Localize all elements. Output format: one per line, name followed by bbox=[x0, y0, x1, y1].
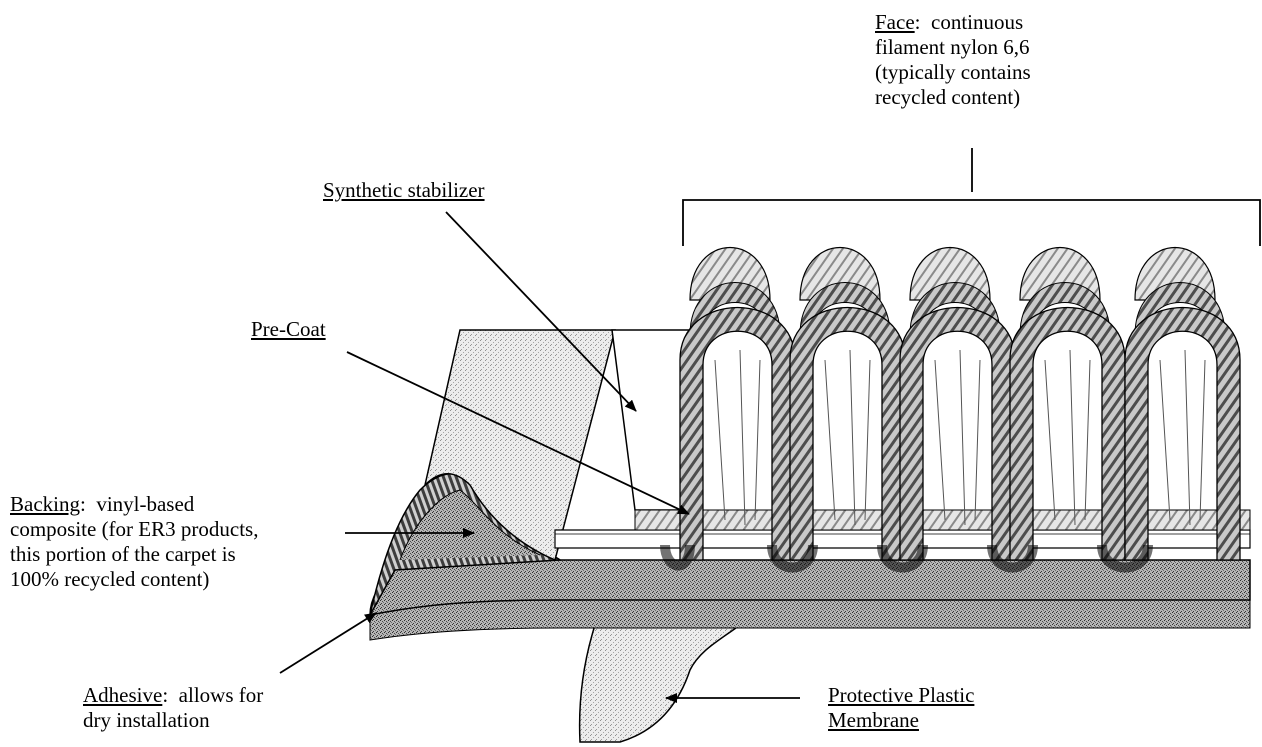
protective-membrane-shape bbox=[580, 625, 740, 742]
face-label: Face: continuous filament nylon 6,6 (typ… bbox=[875, 10, 1031, 110]
backing-line4: 100% recycled content) bbox=[10, 567, 258, 592]
backing-line1: vinyl-based bbox=[96, 492, 194, 516]
protective-membrane-line2: Membrane bbox=[828, 708, 974, 733]
backing-label: Backing: vinyl-based composite (for ER3 … bbox=[10, 492, 258, 592]
adhesive-label: Adhesive: allows for dry installation bbox=[83, 683, 263, 733]
backing-term: Backing bbox=[10, 492, 80, 516]
face-line3: (typically contains bbox=[875, 60, 1031, 85]
face-term: Face bbox=[875, 10, 915, 34]
synthetic-stabilizer-term: Synthetic stabilizer bbox=[323, 178, 485, 202]
protective-membrane-label: Protective Plastic Membrane bbox=[828, 683, 974, 733]
protective-membrane-line1: Protective Plastic bbox=[828, 683, 974, 708]
adhesive-line1: allows for bbox=[179, 683, 264, 707]
face-line1: continuous bbox=[931, 10, 1023, 34]
face-line4: recycled content) bbox=[875, 85, 1031, 110]
face-bracket bbox=[683, 148, 1260, 246]
synthetic-stabilizer-label: Synthetic stabilizer bbox=[323, 178, 485, 203]
adhesive-arrow bbox=[280, 613, 376, 673]
pre-coat-term: Pre-Coat bbox=[251, 317, 326, 341]
backing-line3: this portion of the carpet is bbox=[10, 542, 258, 567]
adhesive-layer-shape bbox=[370, 600, 1250, 640]
adhesive-term: Adhesive bbox=[83, 683, 162, 707]
face-line2: filament nylon 6,6 bbox=[875, 35, 1031, 60]
backing-line2: composite (for ER3 products, bbox=[10, 517, 258, 542]
pre-coat-label: Pre-Coat bbox=[251, 317, 326, 342]
adhesive-line2: dry installation bbox=[83, 708, 263, 733]
